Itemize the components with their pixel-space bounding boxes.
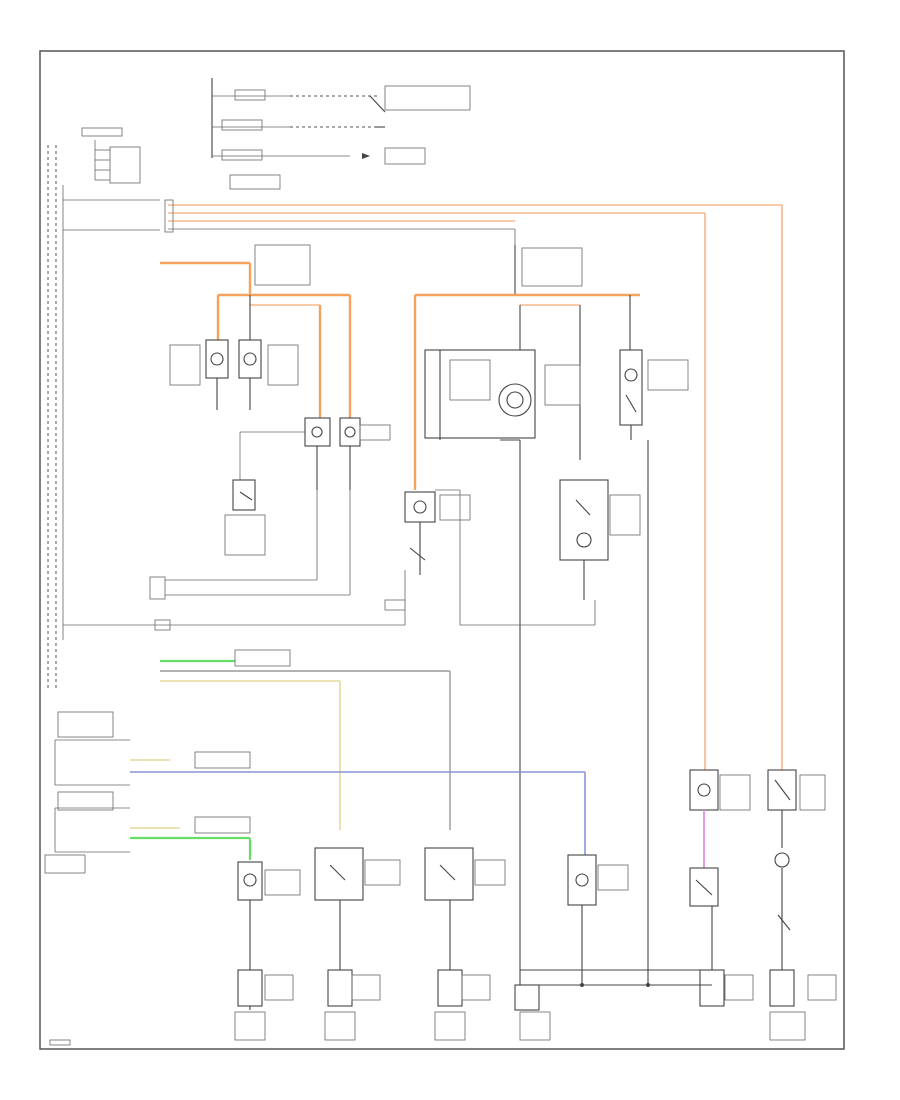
left-splice-feed: [160, 244, 352, 420]
bottom-row: [234, 769, 837, 1041]
motor-assembly: [424, 349, 581, 1000]
battery-feed: [63, 174, 783, 770]
left-bus: [47, 145, 64, 690]
right-splice-block: [413, 245, 640, 490]
left-switch: [224, 432, 266, 556]
left-lamps: [169, 339, 391, 595]
instrument-cluster-connector: [81, 127, 141, 184]
courtesy-lamp-bus: [63, 570, 406, 631]
footer-code: [49, 1039, 71, 1046]
data-lines: [130, 649, 586, 860]
door-modules: [44, 711, 130, 874]
mid-lamp-switch: [384, 489, 595, 626]
data-bus-top: [211, 78, 471, 165]
right-mid-lamp: [559, 479, 641, 625]
diagram-border: [39, 50, 845, 1050]
cargo-lamp: [619, 349, 689, 985]
